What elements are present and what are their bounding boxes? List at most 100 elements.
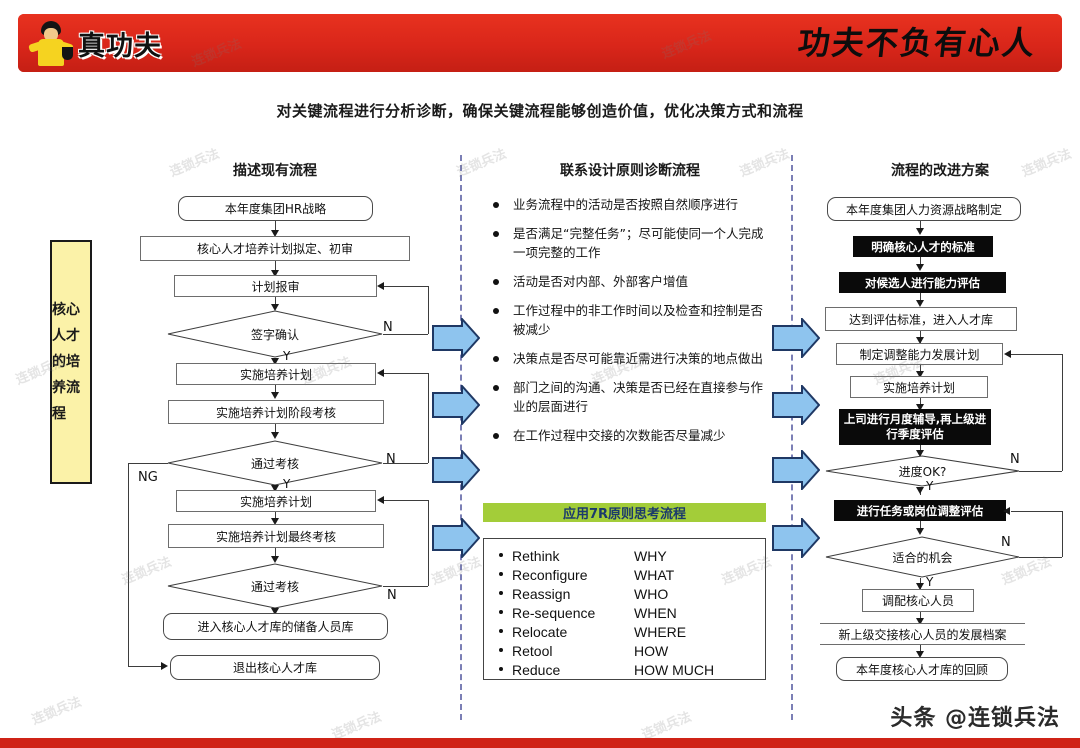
- connector: [275, 424, 276, 436]
- arrow-down-icon: [916, 404, 924, 411]
- footer-bar: [0, 738, 1080, 748]
- connector: [920, 221, 921, 233]
- left-node-enter-reserve-pool[interactable]: 进入核心人才库的储备人员库: [163, 613, 388, 640]
- list-item: Re-sequence WHEN: [496, 603, 765, 622]
- list-item: Reconfigure WHAT: [496, 565, 765, 584]
- arrow-down-icon: [916, 371, 924, 378]
- right-node-enter-talent-pool[interactable]: 达到评估标准，进入人才库: [825, 307, 1017, 331]
- sevenr-question: WHO: [634, 585, 669, 602]
- left-node-hr-strategy[interactable]: 本年度集团HR战略: [178, 196, 373, 221]
- flow-arrow-right-4: [772, 516, 821, 560]
- right-decision-progress-label: 进度OK?: [898, 464, 947, 479]
- connector: [920, 257, 921, 269]
- connector: [275, 297, 276, 308]
- arrow-down-icon: [271, 230, 279, 237]
- left-node-stage-assessment[interactable]: 实施培养计划阶段考核: [168, 400, 384, 424]
- left-decision-pass-2-label: 通过考核: [250, 579, 299, 594]
- left-node-exit-talent-pool[interactable]: 退出核心人才库: [170, 655, 380, 680]
- arrow-down-icon: [271, 485, 279, 492]
- arrow-down-icon: [916, 450, 924, 457]
- connector: [275, 512, 276, 523]
- arrow-down-icon: [916, 583, 924, 590]
- left-node-final-assessment[interactable]: 实施培养计划最终考核: [168, 524, 384, 548]
- arrow-left-icon: [377, 496, 384, 504]
- connector: [920, 645, 921, 656]
- brand-logo: 真功夫: [28, 18, 162, 68]
- sevenr-name: Re-sequence: [512, 604, 596, 621]
- right-decision-suitable-opportunity[interactable]: 适合的机会: [825, 536, 1020, 578]
- sevenr-name: Reconfigure: [512, 566, 588, 583]
- arrow-down-icon: [916, 487, 924, 494]
- brand-logo-text: 真功夫: [78, 30, 162, 62]
- right-node-annual-review[interactable]: 本年度核心人才库的回顾: [836, 657, 1008, 681]
- right-node-development-plan[interactable]: 制定调整能力发展计划: [836, 343, 1003, 365]
- branch-label-y: Y: [926, 479, 934, 493]
- list-item: 在工作过程中交接的次数能否尽量减少: [487, 426, 765, 445]
- arrow-down-icon: [916, 651, 924, 658]
- list-item: 部门之间的沟通、决策是否已经在直接参与作业的层面进行: [487, 378, 765, 416]
- arrow-right-icon: [161, 662, 168, 670]
- connector: [384, 373, 428, 374]
- page-title: 对关键流程进行分析诊断，确保关键流程能够创造价值，优化决策方式和流程: [276, 102, 804, 120]
- connector: [920, 365, 921, 376]
- left-node-implement-plan-2[interactable]: 实施培养计划: [176, 490, 376, 512]
- branch-label-n: N: [383, 320, 393, 335]
- left-decision-pass-1[interactable]: 通过考核: [167, 440, 383, 486]
- watermark: 连锁兵法: [29, 694, 84, 729]
- column-header-improve: 流程的改进方案: [891, 163, 989, 179]
- branch-label-n: N: [387, 588, 397, 603]
- diagnosis-bullet-list: 业务流程中的活动是否按照自然顺序进行 是否满足“完整任务”；尽可能使同一个人完成…: [487, 195, 765, 455]
- sevenr-question: WHEN: [634, 604, 677, 621]
- connector: [275, 385, 276, 396]
- right-node-assign-core-staff[interactable]: 调配核心人员: [862, 589, 974, 612]
- connector: [1019, 557, 1062, 558]
- sevenr-heading: 应用7R原则思考流程: [483, 503, 766, 522]
- column-header-describe: 描述现有流程: [233, 163, 317, 179]
- left-node-implement-plan-1[interactable]: 实施培养计划: [176, 363, 376, 385]
- arrow-down-icon: [271, 270, 279, 277]
- arrow-down-icon: [916, 528, 924, 535]
- list-item: 决策点是否尽可能靠近需进行决策的地点做出: [487, 349, 765, 368]
- flow-arrow-right-3: [772, 448, 821, 492]
- right-node-handover-file[interactable]: 新上级交接核心人员的发展档案: [820, 623, 1025, 645]
- left-node-plan-review[interactable]: 计划报审: [174, 275, 377, 297]
- right-node-candidate-eval[interactable]: 对候选人进行能力评估: [839, 272, 1006, 293]
- right-node-talent-standard[interactable]: 明确核心人才的标准: [853, 236, 993, 257]
- column-header-diagnose: 联系设计原则诊断流程: [560, 163, 700, 179]
- connector: [128, 463, 129, 666]
- right-node-monthly-coaching[interactable]: 上司进行月度辅导,再上级进行季度评估: [839, 409, 991, 445]
- right-decision-progress-ok[interactable]: 进度OK?: [825, 455, 1020, 487]
- sevenr-question: WHERE: [634, 623, 687, 640]
- branch-label-y: Y: [283, 477, 291, 491]
- vertical-label-text: 核心人才的培养流程: [52, 302, 80, 422]
- connector: [384, 286, 428, 287]
- right-node-hr-strategy[interactable]: 本年度集团人力资源战略制定: [827, 197, 1021, 221]
- left-decision-signoff-label: 签字确认: [250, 327, 299, 342]
- connector: [1011, 354, 1062, 355]
- left-decision-pass-1-label: 通过考核: [250, 456, 299, 471]
- right-node-role-adjust-eval[interactable]: 进行任务或岗位调整评估: [834, 500, 1006, 521]
- flow-arrow-right-1: [772, 316, 821, 360]
- list-item: Retool HOW: [496, 641, 765, 660]
- connector: [275, 548, 276, 560]
- watermark: 连锁兵法: [119, 554, 174, 589]
- kungfu-chef-figure-icon: [28, 19, 74, 67]
- arrow-down-icon: [271, 518, 279, 525]
- sevenr-question: HOW: [634, 642, 669, 659]
- connector: [428, 373, 429, 463]
- arrow-down-icon: [916, 300, 924, 307]
- left-node-plan-draft[interactable]: 核心人才培养计划拟定、初审: [140, 236, 410, 261]
- connector: [428, 500, 429, 586]
- connector: [128, 666, 163, 667]
- left-decision-pass-2[interactable]: 通过考核: [167, 563, 383, 609]
- branch-label-n: N: [386, 452, 396, 467]
- sevenr-name: Retool: [512, 642, 553, 659]
- connector: [920, 521, 921, 533]
- right-node-implement-plan[interactable]: 实施培养计划: [850, 376, 988, 398]
- connector: [384, 500, 428, 501]
- arrow-left-icon: [1004, 350, 1011, 358]
- sevenr-name: Reduce: [512, 661, 561, 678]
- left-decision-signoff[interactable]: 签字确认: [167, 310, 383, 358]
- list-item: 活动是否对内部、外部客户增值: [487, 272, 765, 291]
